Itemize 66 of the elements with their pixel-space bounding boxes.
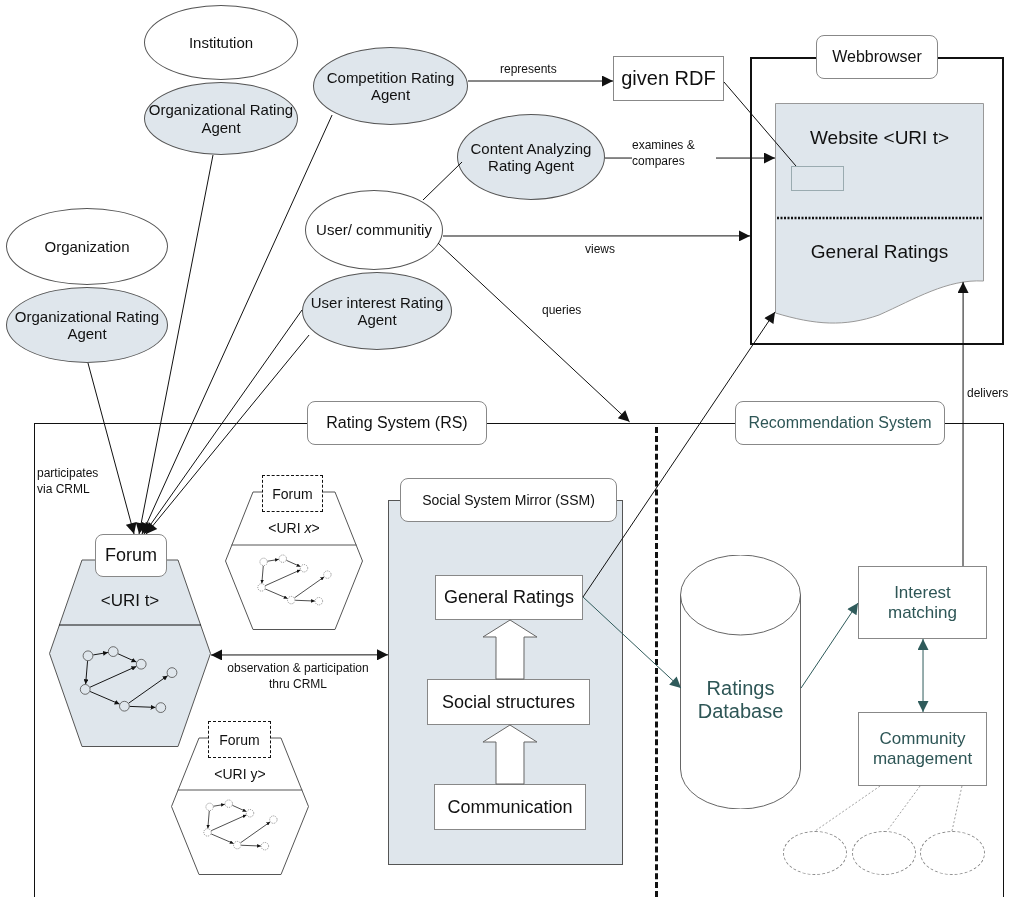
panel-title-tab: Social System Mirror (SSM) bbox=[400, 478, 617, 522]
dashed-line bbox=[814, 785, 881, 832]
node-label: User interest Rating Agent bbox=[309, 293, 445, 329]
system-frame bbox=[34, 401, 1004, 897]
connector-line bbox=[723, 81, 797, 167]
arrow bbox=[135, 154, 214, 535]
process-box bbox=[613, 56, 724, 101]
arrow bbox=[437, 242, 631, 423]
arrow bbox=[145, 334, 310, 535]
node-label: Organization bbox=[44, 237, 130, 256]
arrow bbox=[582, 596, 682, 689]
dashed-line bbox=[886, 785, 921, 832]
arrow bbox=[210, 649, 389, 661]
node-label: Ratings Database bbox=[696, 677, 785, 723]
process-box bbox=[435, 575, 583, 620]
forum-hexagon bbox=[171, 721, 309, 875]
node-label: Webbrowser bbox=[832, 47, 922, 67]
database-cylinder bbox=[680, 555, 801, 809]
node-label: given RDF bbox=[621, 67, 716, 90]
forum-hexagon bbox=[49, 534, 211, 747]
node-label: Organizational Rating Agent bbox=[147, 101, 295, 136]
dashed-line bbox=[951, 785, 963, 832]
browser-window bbox=[750, 35, 1004, 345]
web-page-document bbox=[775, 103, 984, 325]
process-box bbox=[434, 784, 586, 830]
node-label: <URI y> bbox=[214, 765, 266, 783]
mirror-panel bbox=[388, 478, 623, 865]
node-label: Institution bbox=[188, 33, 254, 52]
frame-title-tab: Rating System (RS) bbox=[307, 401, 487, 445]
node-label: User/ communitiy bbox=[316, 221, 432, 239]
node-label: <URI x> bbox=[268, 520, 320, 537]
forum-hexagon bbox=[225, 475, 363, 630]
arrow bbox=[917, 638, 929, 713]
block-arrow bbox=[482, 619, 538, 680]
arrow bbox=[87, 362, 137, 535]
node-label: Communication bbox=[447, 796, 573, 818]
forum-tab: Forum bbox=[208, 721, 271, 758]
arrow bbox=[957, 281, 969, 567]
arrow bbox=[442, 230, 751, 242]
process-box bbox=[858, 712, 987, 786]
arrow bbox=[143, 309, 303, 535]
node-label: Content Analyzing Rating Agent bbox=[469, 139, 593, 175]
arrow bbox=[141, 114, 333, 535]
process-box bbox=[427, 679, 590, 725]
note-text: participates via CRML bbox=[37, 466, 100, 498]
block-arrow bbox=[482, 724, 538, 785]
node-label: Social structures bbox=[441, 691, 576, 713]
node-label: Community management bbox=[871, 729, 974, 769]
node-label: Interest matching bbox=[887, 582, 958, 623]
forum-tab: Forum bbox=[95, 534, 167, 577]
edge-label: examines & compares bbox=[632, 138, 716, 170]
window-title-tab bbox=[816, 35, 938, 79]
node-label: Organizational Rating Agent bbox=[13, 307, 161, 343]
node-label: Website <URI t> bbox=[809, 127, 949, 149]
node-label: Competition Rating Agent bbox=[325, 68, 456, 104]
arrow bbox=[582, 311, 776, 598]
arrow bbox=[800, 602, 859, 689]
arrow bbox=[467, 75, 614, 87]
content-region-box bbox=[791, 166, 844, 191]
connector-line bbox=[422, 161, 463, 201]
forum-tab: Forum bbox=[262, 475, 323, 512]
node-label: <URI t> bbox=[100, 591, 160, 611]
frame-title-tab: Recommendation System bbox=[735, 401, 945, 445]
node-label: General Ratings bbox=[443, 587, 575, 608]
node-label: General Ratings bbox=[810, 241, 949, 263]
process-box bbox=[858, 566, 987, 639]
